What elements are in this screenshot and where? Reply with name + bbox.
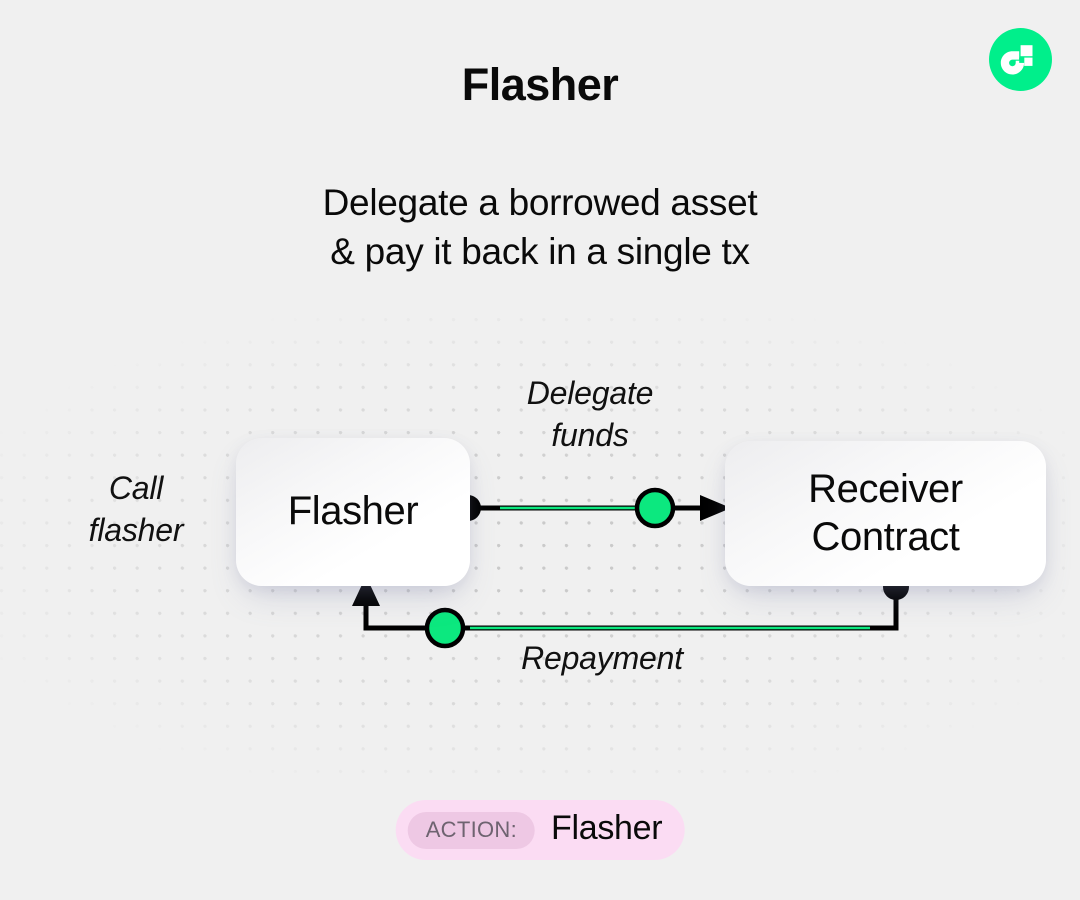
node-flasher[interactable]: Flasher [236,438,470,586]
page-title: Flasher [461,59,619,110]
node-flasher-label: Flasher [287,489,419,534]
brand-logo [989,28,1052,91]
repayment-arrowhead-icon [352,576,380,606]
repayment-token-node [424,607,466,649]
edge-label-repayment: Repayment [521,640,683,676]
flow-diagram: Flasher Receiver Contract Call flasher D… [0,318,1080,780]
edge-label-delegate-funds: Delegate funds [526,375,654,453]
page-subtitle: Delegate a borrowed asset & pay it back … [322,182,758,273]
diagram-connectors [352,487,909,649]
action-badge[interactable]: ACTION: Flasher [395,800,685,860]
flow-logo-icon [1000,45,1033,75]
node-receiver-contract[interactable]: Receiver Contract [725,441,1046,586]
delegate-arrowhead-icon [700,495,731,521]
edge-label-call-flasher: Call flasher [88,470,184,548]
delegate-token-node [634,487,676,529]
action-chip-label: ACTION: [407,811,536,849]
action-value: Flasher [551,809,663,847]
node-receiver-contract-label: Receiver Contract [808,467,963,559]
